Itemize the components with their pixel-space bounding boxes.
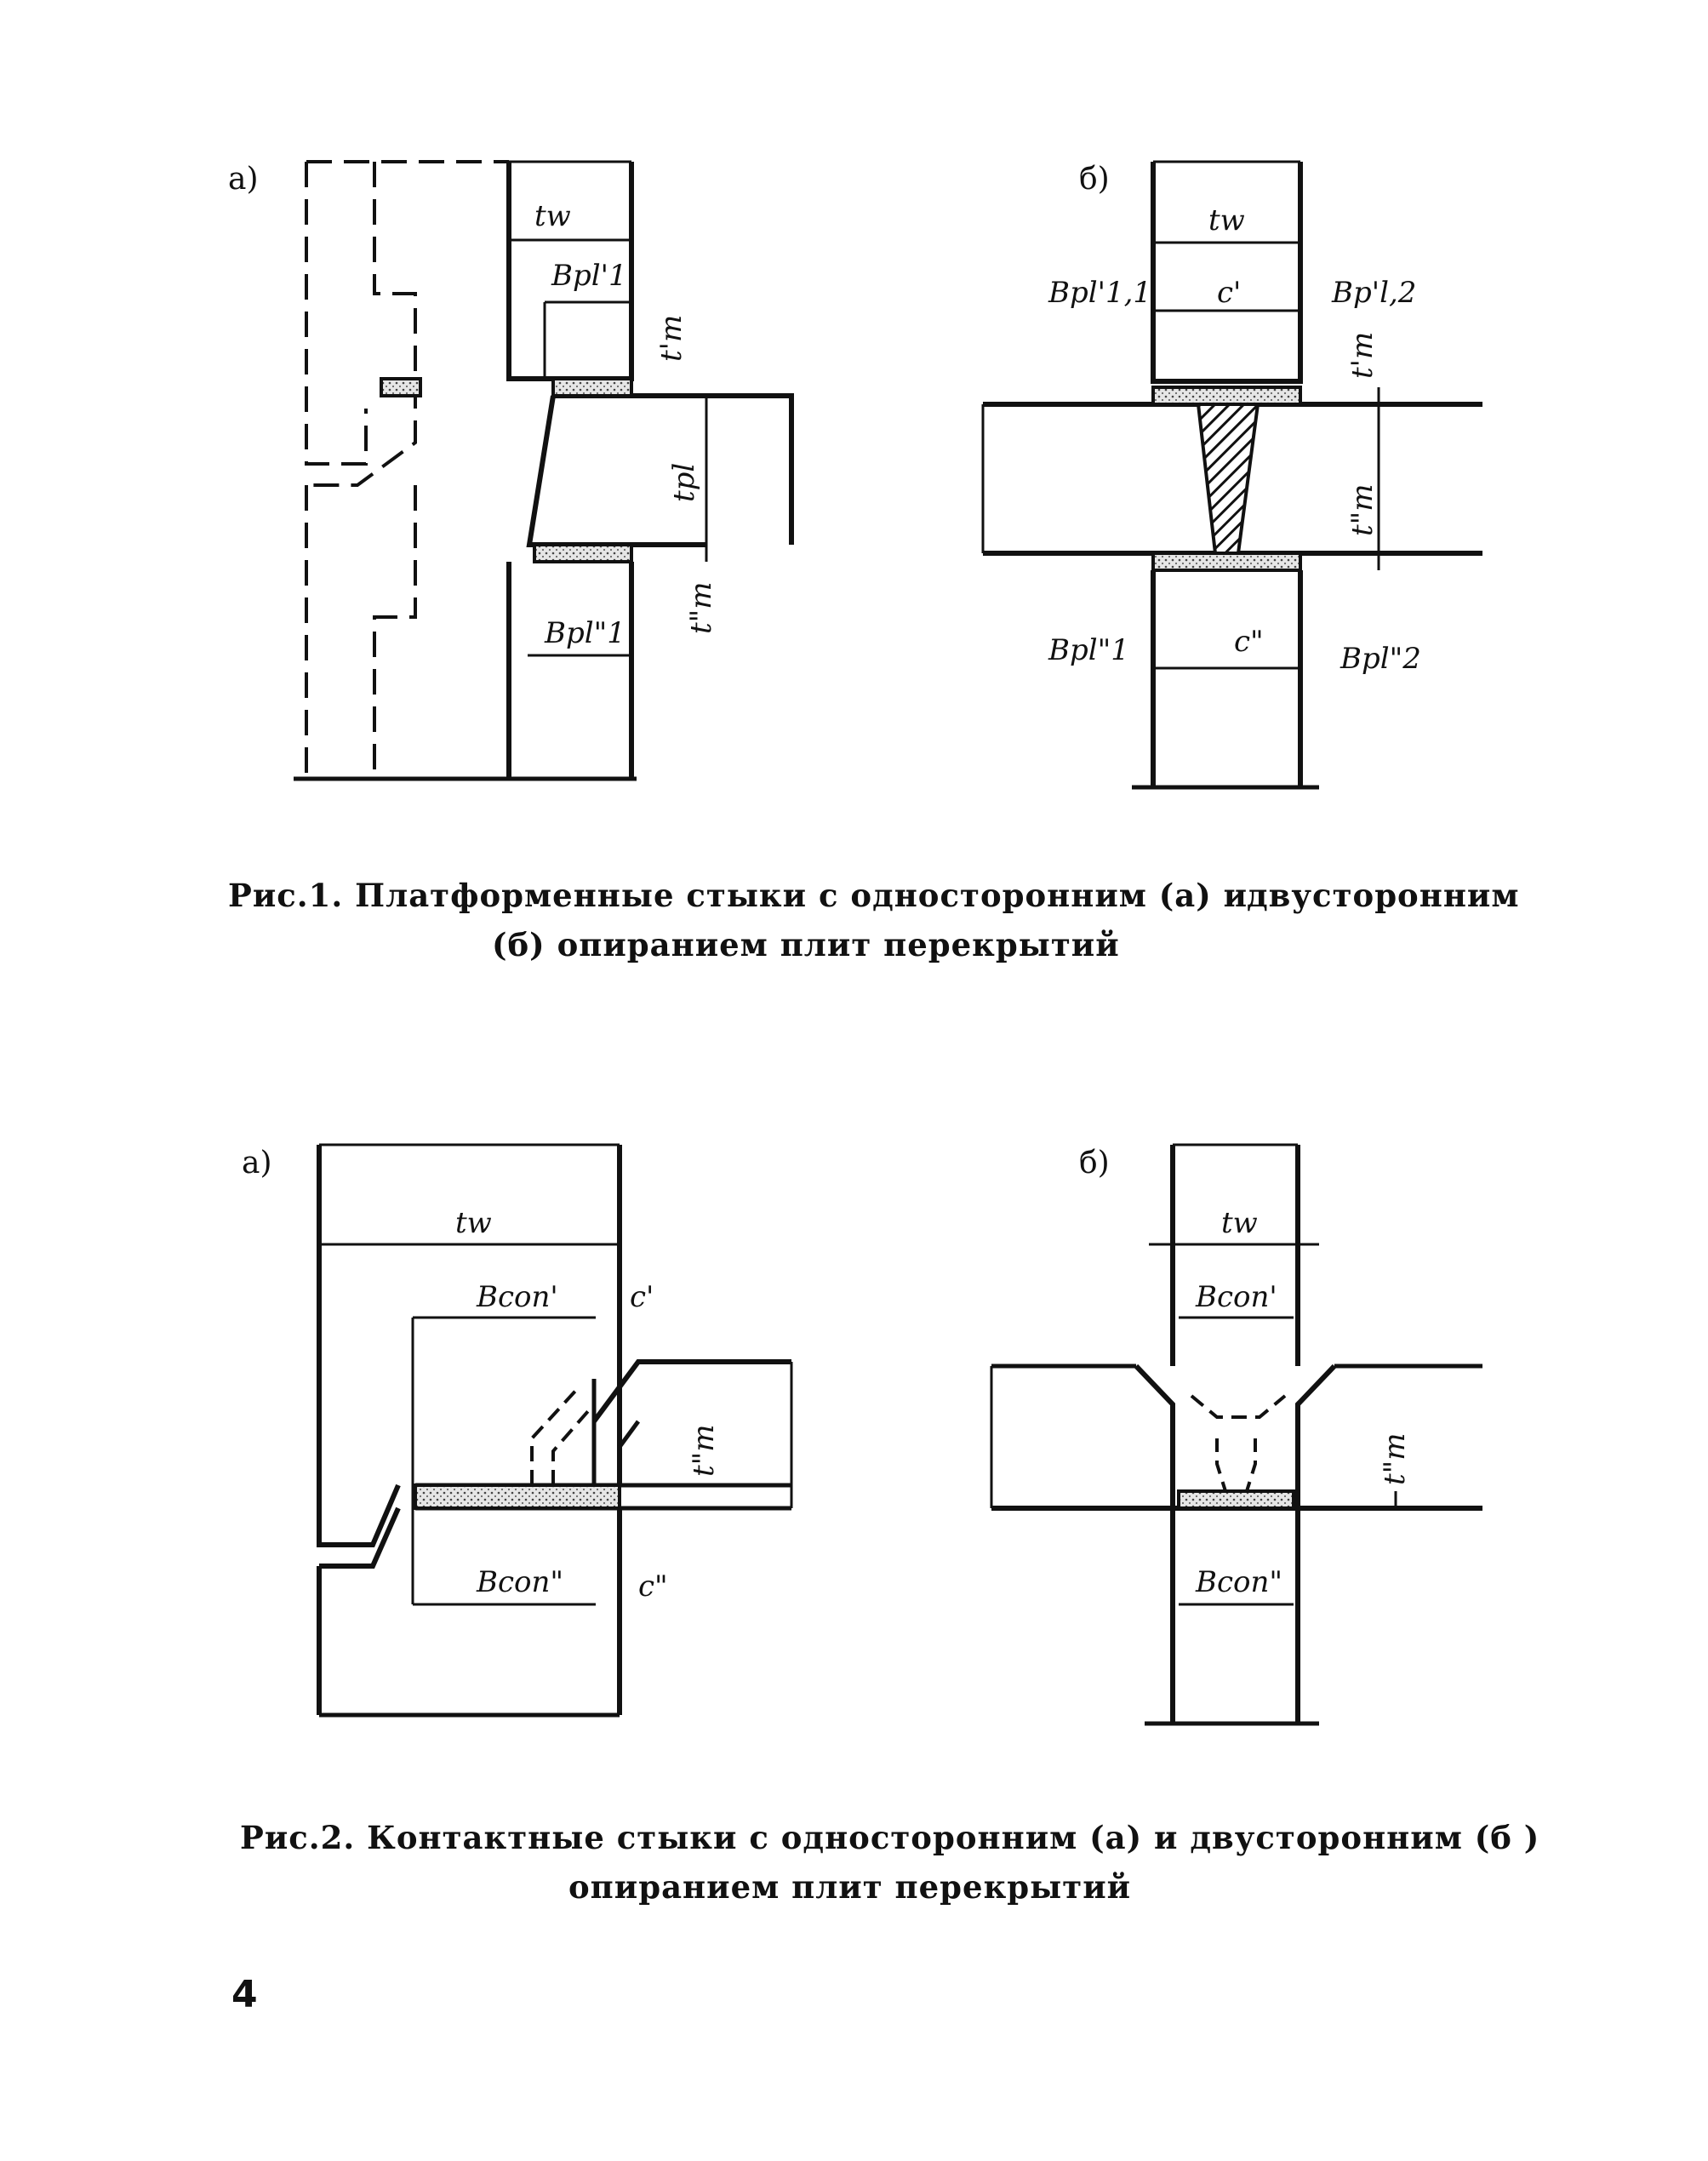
fig2-caption-line1: Рис.2. Контактные стыки с односторонним … bbox=[240, 1819, 1540, 1856]
fig2a-label-bcon-top: Bcon' bbox=[476, 1280, 558, 1314]
fig1b-label-bpl11-bot: Bpl"1 bbox=[1048, 633, 1129, 667]
fig1a-label-bpl-bot: Bpl"1 bbox=[544, 616, 626, 650]
fig1b-panel-label: б) bbox=[1079, 162, 1110, 197]
fig1a-label-bpl-top: Bpl'1 bbox=[551, 259, 627, 293]
fig1b-label-tm-mid: t"m bbox=[1345, 483, 1380, 536]
fig1b-label-bpl12-bot: Bpl"2 bbox=[1340, 642, 1421, 676]
fig2a-label-tm: t"m bbox=[687, 1424, 721, 1477]
fig1a-label-tm-bot: t"m bbox=[684, 581, 718, 634]
fig1-panel-a bbox=[294, 160, 794, 781]
fig2-panel-a bbox=[317, 1143, 793, 1718]
fig2b-label-bcon-bot: Bcon" bbox=[1195, 1565, 1282, 1599]
fig1b-label-c-top: c' bbox=[1217, 276, 1241, 310]
fig2-caption-line2: опиранием плит перекрытий bbox=[568, 1868, 1132, 1906]
fig2b-label-tw: tw bbox=[1221, 1206, 1258, 1240]
fig2a-label-c-bot: c" bbox=[638, 1569, 668, 1604]
fig2a-label-c-top: c' bbox=[630, 1280, 654, 1314]
page-number: 4 bbox=[231, 1973, 258, 2016]
fig2-panel-b bbox=[990, 1143, 1482, 1726]
fig1-caption-line1: Рис.1. Платформенные стыки с односторонн… bbox=[228, 877, 1248, 914]
fig2b-label-bcon-top: Bcon' bbox=[1195, 1280, 1277, 1314]
fig2a-panel-label: а) bbox=[242, 1146, 272, 1181]
fig1-caption-line1-tail: двусторонним bbox=[1247, 877, 1520, 914]
fig1b-label-tm-top: t'm bbox=[1345, 332, 1380, 379]
fig1b-label-c-bot: c" bbox=[1234, 625, 1264, 659]
fig2b-label-tm: t"m bbox=[1378, 1432, 1412, 1485]
fig1a-label-tm-top: t'm bbox=[654, 315, 688, 362]
fig1b-label-bpl12-top: Bp'l,2 bbox=[1331, 276, 1416, 310]
fig1-caption-line2: (б) опиранием плит перекрытий bbox=[492, 926, 1120, 963]
fig1a-label-tpl: tpl bbox=[667, 463, 701, 502]
fig1-panel-b bbox=[981, 160, 1482, 790]
fig2a-label-bcon-bot: Bcon" bbox=[476, 1565, 563, 1599]
fig1a-label-tw: tw bbox=[534, 199, 571, 233]
fig1b-label-bpl11-top: Bpl'1,1 bbox=[1048, 276, 1151, 310]
fig2a-label-tw: tw bbox=[455, 1206, 492, 1240]
fig1a-dashed-outline bbox=[305, 160, 509, 779]
fig1b-label-tw: tw bbox=[1208, 203, 1245, 237]
fig2b-panel-label: б) bbox=[1079, 1146, 1110, 1181]
fig1a-panel-label: а) bbox=[228, 162, 259, 197]
